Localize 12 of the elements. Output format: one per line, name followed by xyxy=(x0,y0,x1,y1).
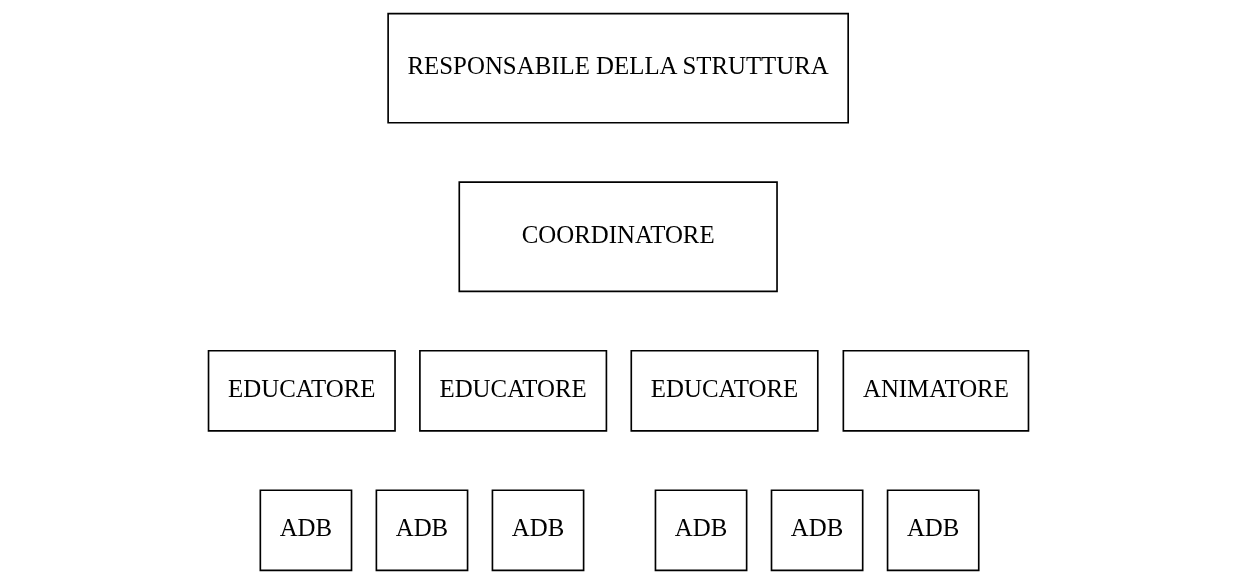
node-box: ADB xyxy=(259,489,353,572)
node-box: RESPONSABILE DELLA STRUTTURA xyxy=(387,12,849,124)
node-box: ANIMATORE xyxy=(842,349,1030,432)
node-box: ADB xyxy=(491,489,585,572)
node-box: COORDINATORE xyxy=(458,181,778,293)
node-box: ADB xyxy=(375,489,469,572)
node-box: ADB xyxy=(654,489,748,572)
node-box: ADB xyxy=(770,489,864,572)
node-box: EDUCATORE xyxy=(207,349,396,432)
node-box: EDUCATORE xyxy=(630,349,819,432)
node-box: EDUCATORE xyxy=(419,349,608,432)
node-box: ADB xyxy=(886,489,980,572)
